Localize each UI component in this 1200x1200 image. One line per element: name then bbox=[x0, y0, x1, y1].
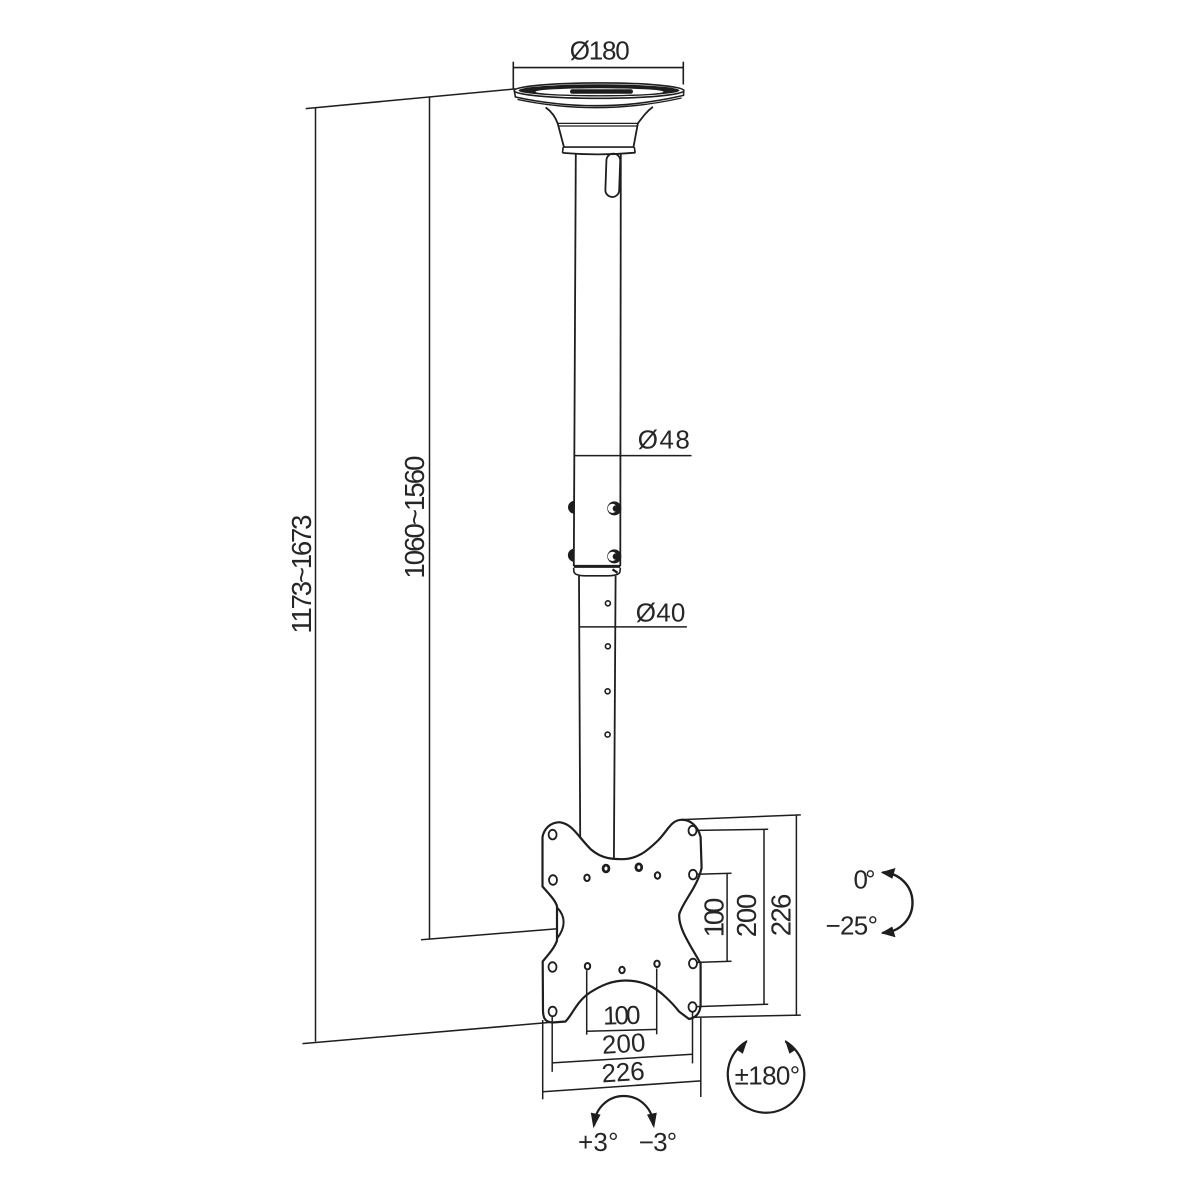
svg-text:200: 200 bbox=[601, 1027, 646, 1060]
svg-text:100: 100 bbox=[603, 1000, 641, 1031]
svg-text:1060~1560: 1060~1560 bbox=[399, 456, 430, 579]
svg-text:226: 226 bbox=[601, 1056, 646, 1089]
svg-text:0°: 0° bbox=[854, 865, 876, 895]
svg-text:Ø40: Ø40 bbox=[636, 598, 686, 628]
svg-text:226: 226 bbox=[766, 894, 797, 937]
svg-text:1173~1673: 1173~1673 bbox=[286, 515, 317, 634]
svg-text:±180°: ±180° bbox=[735, 1060, 801, 1090]
svg-text:100: 100 bbox=[699, 898, 730, 938]
svg-text:−3°: −3° bbox=[639, 1127, 678, 1157]
svg-text:Ø48: Ø48 bbox=[638, 424, 690, 454]
svg-text:−25°: −25° bbox=[826, 911, 879, 941]
svg-text:Ø180: Ø180 bbox=[570, 36, 630, 66]
svg-text:+3°: +3° bbox=[578, 1127, 619, 1157]
svg-text:200: 200 bbox=[731, 894, 762, 938]
